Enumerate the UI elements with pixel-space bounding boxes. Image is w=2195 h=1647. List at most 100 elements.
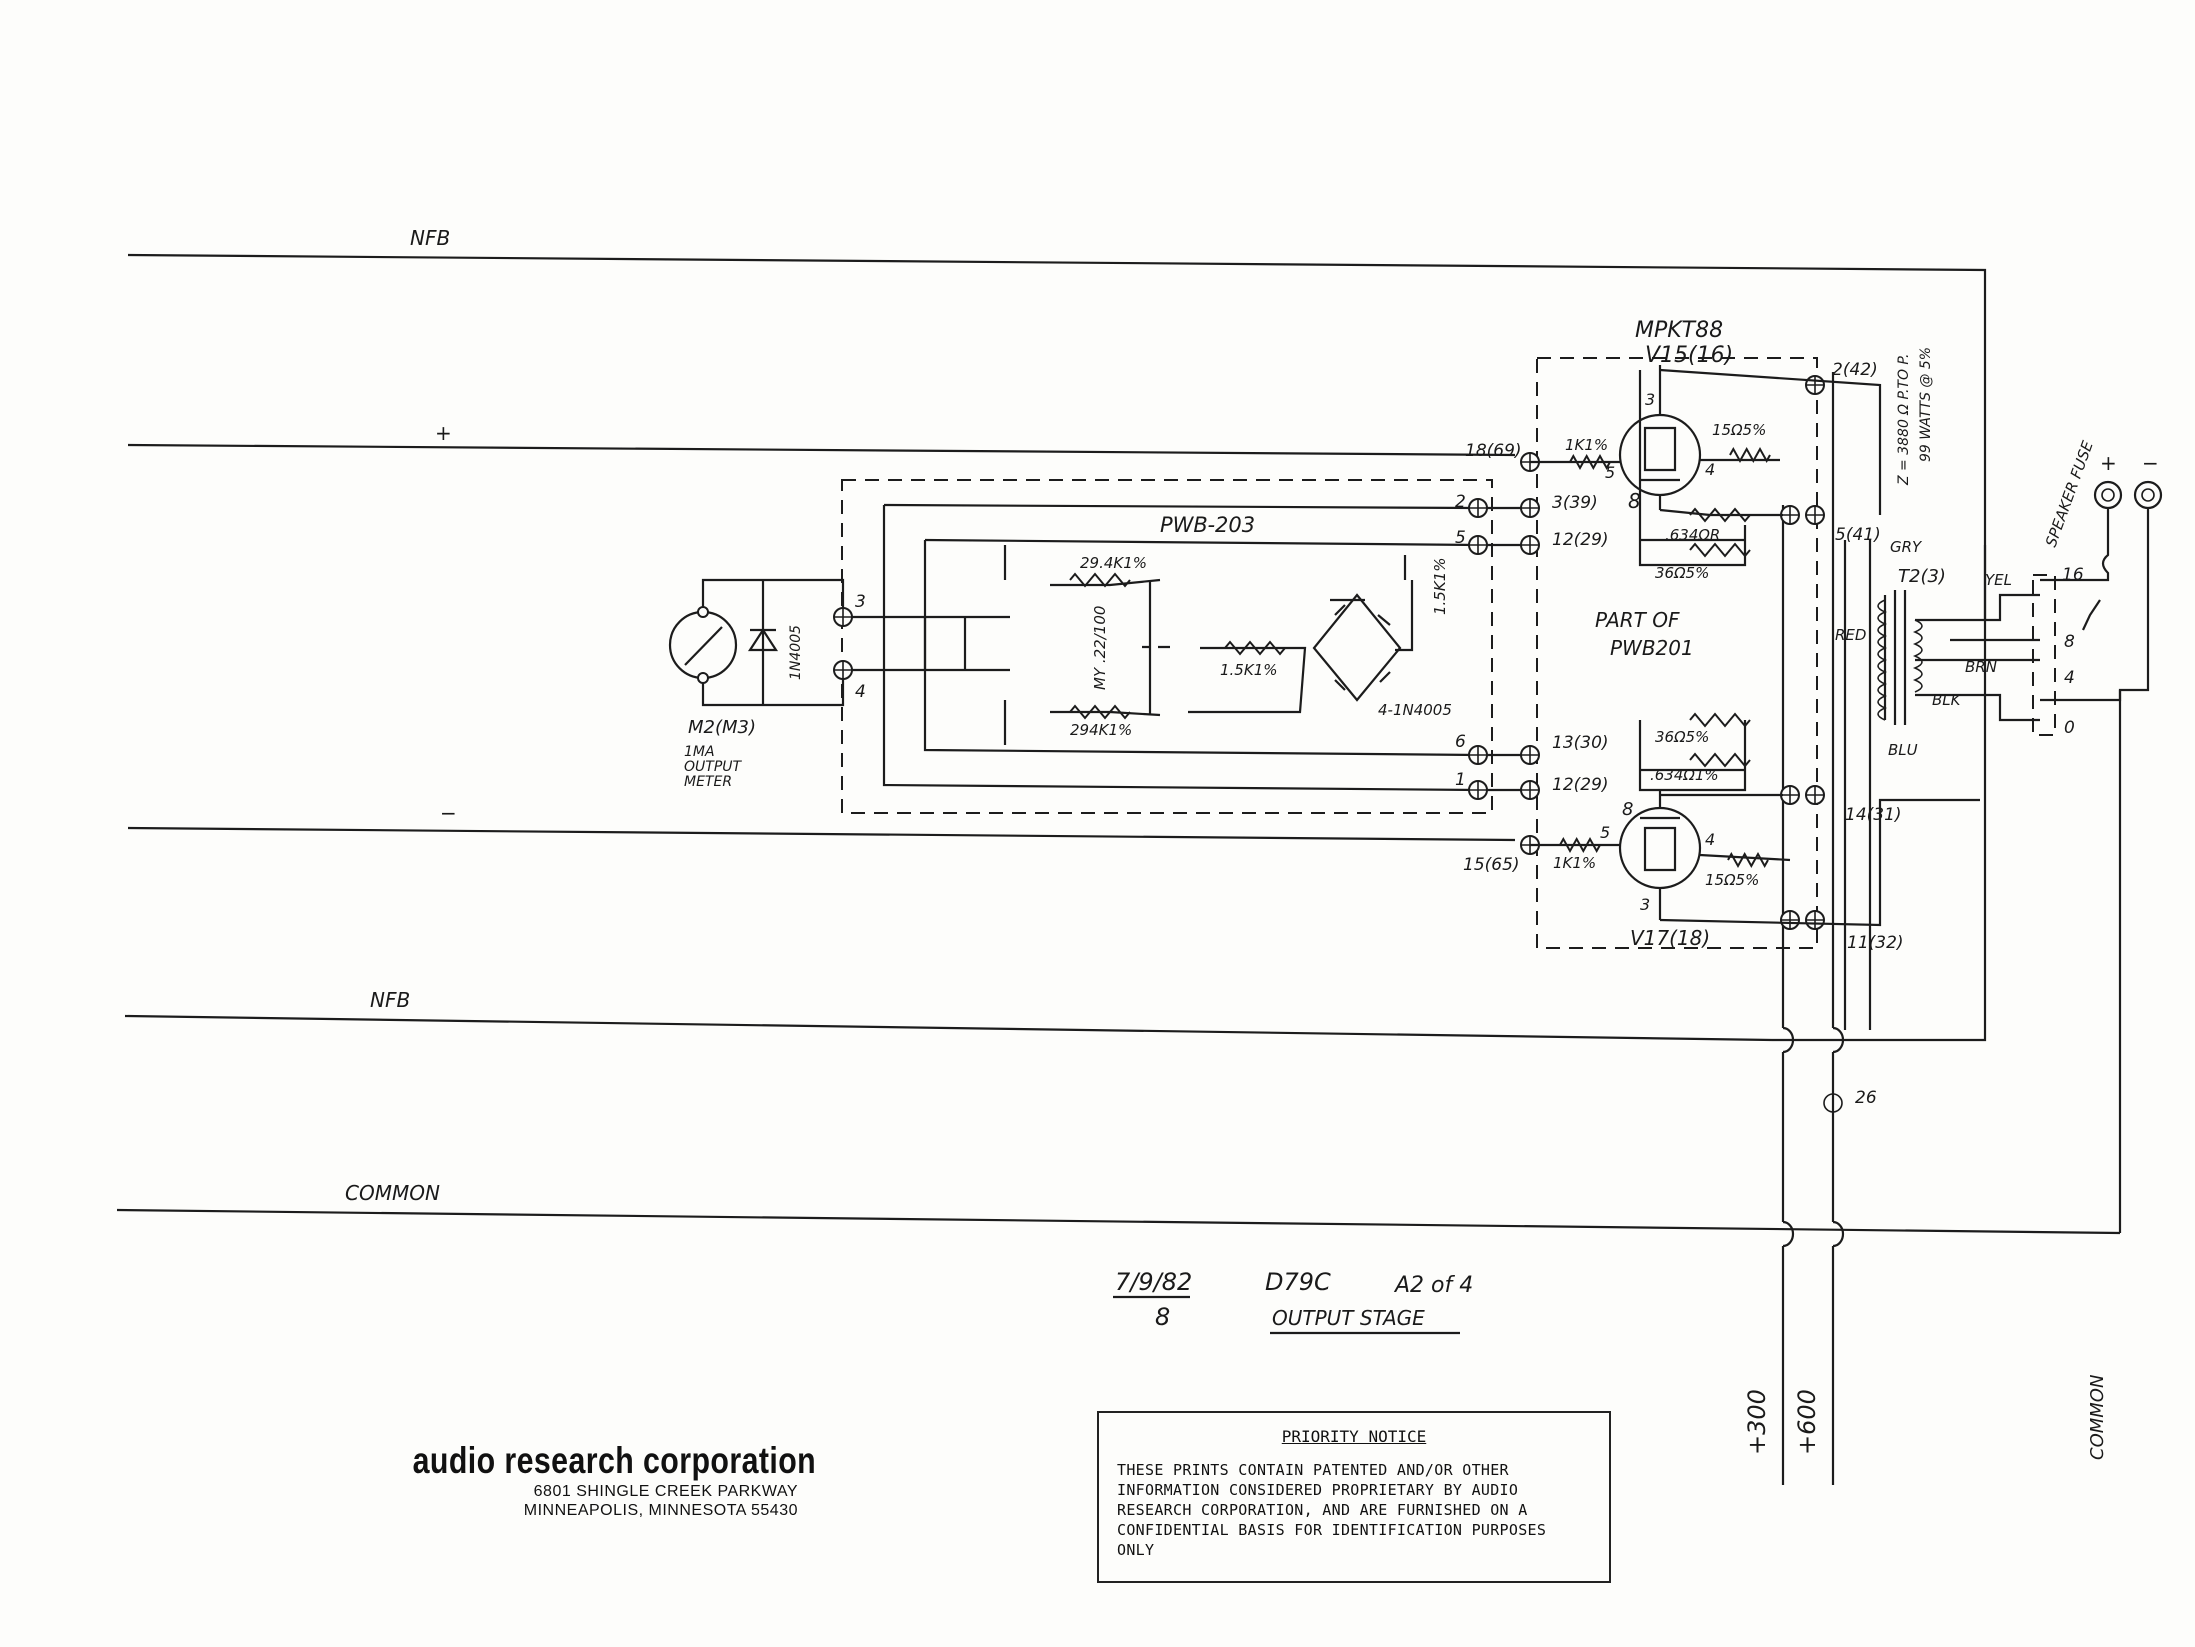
- term-15-label: 15(65): [1463, 855, 1520, 875]
- term-3-label: 3(39): [1552, 493, 1598, 513]
- pwb203-boundary: [841, 479, 1493, 814]
- fuse-label: SPEAKER FUSE: [2042, 438, 2097, 549]
- meter-labels: M2(M3) 1MA OUTPUT METER: [684, 717, 756, 790]
- jack-plus-label: +: [2100, 451, 2117, 475]
- notice-title: PRIORITY NOTICE: [1281, 1427, 1427, 1446]
- b300-label: +300: [1743, 1389, 1771, 1455]
- meter-desc-3: METER: [684, 774, 732, 790]
- upper-output-tube: [1530, 365, 1882, 567]
- upper-tube-id: V15(16): [1645, 343, 1733, 368]
- wire-blk: BLK: [1932, 691, 1962, 709]
- company-block: audio research corporation 6801 SHINGLE …: [328, 1440, 817, 1520]
- terminal-cross: [1806, 911, 1824, 929]
- terminal-cross: [1781, 786, 1799, 804]
- cap-label: MY .22/100: [1091, 606, 1109, 690]
- tube-labels: MPKT88 V15(16) V17(18): [1630, 318, 1733, 950]
- terminal-cross: [1521, 781, 1539, 799]
- r-15-bot-label: 15Ω5%: [1705, 871, 1759, 889]
- tube-type-label: MPKT88: [1635, 318, 1723, 343]
- r-36-bot-label: 36Ω5%: [1655, 728, 1709, 746]
- grid-pin-8: 8: [1628, 489, 1641, 513]
- notice-body: THESE PRINTS CONTAIN PATENTED AND/OR OTH…: [1117, 1461, 1547, 1559]
- diode-label: 1N4005: [788, 625, 804, 680]
- supply-rails: [1781, 372, 2122, 1485]
- resistor-symbol: [1069, 704, 1131, 720]
- grid-pin-4b: 4: [1705, 830, 1715, 849]
- grid-pin-5: 5: [1605, 463, 1615, 482]
- resistor-symbol: [1069, 572, 1131, 588]
- term-12b-label: 12(29): [1552, 775, 1609, 795]
- bus-wires: [116, 253, 2121, 1235]
- r-15-top-label: 15Ω5%: [1712, 421, 1766, 439]
- plus-bus-label: +: [435, 421, 452, 445]
- r-634-top-label: .634ΩR: [1665, 526, 1720, 544]
- lower-tube-id: V17(18): [1630, 926, 1710, 950]
- term-26-label: 26: [1855, 1088, 1877, 1108]
- term-2-label: 2(42): [1832, 360, 1878, 380]
- terminal-cross: [834, 661, 852, 679]
- bridge-label: 4-1N4005: [1378, 701, 1452, 719]
- company-address: 6801 SHINGLE CREEK PARKWAY: [533, 1483, 798, 1500]
- grid-pin-4: 4: [1705, 460, 1715, 479]
- tap-4: 4: [2064, 668, 2075, 688]
- speaker-jacks: [2040, 480, 2163, 702]
- resistor-symbol: [1224, 640, 1286, 656]
- resistor-symbol: [1689, 712, 1751, 728]
- tap-16: 16: [2062, 565, 2084, 585]
- component-labels: 29.4K1% 294K1% MY .22/100 1.5K1% 1.5K1% …: [788, 347, 2097, 889]
- output-tube-boundary: [1536, 357, 1818, 949]
- b600-label: +600: [1793, 1389, 1821, 1455]
- tap-0: 0: [2064, 718, 2075, 738]
- pin-2-label: 2: [1455, 492, 1466, 512]
- drawing-model: D79C: [1265, 1268, 1331, 1296]
- terminal-cross: [1469, 781, 1487, 799]
- pin-5-label: 5: [1455, 528, 1466, 548]
- company-name: audio research corporation: [412, 1440, 817, 1481]
- terminal-cross: [1469, 499, 1487, 517]
- terminal-cross: [1469, 746, 1487, 764]
- r-1k-bot-label: 1K1%: [1553, 854, 1596, 872]
- output-meter: [668, 578, 845, 707]
- wire-yel: YEL: [1985, 571, 2012, 589]
- minus-bus-label: −: [440, 801, 457, 825]
- r-36-top-label: 36Ω5%: [1655, 564, 1709, 582]
- common-bus-label: COMMON: [345, 1181, 440, 1205]
- pin-6-label: 6: [1455, 732, 1466, 752]
- r-29k-top-label: 29.4K1%: [1080, 554, 1147, 572]
- bus-labels: NFB + − NFB COMMON +300 +600 COMMON: [345, 226, 2108, 1460]
- nfb-bottom-label: NFB: [370, 988, 410, 1012]
- output-transformer: [1877, 545, 2056, 736]
- resistor-symbol: [1689, 542, 1751, 558]
- term-13-label: 13(30): [1552, 733, 1609, 753]
- r-1-5k-label: 1.5K1%: [1220, 661, 1278, 679]
- meter-id-label: M2(M3): [688, 717, 756, 738]
- grid-pin-3b: 3: [1640, 895, 1650, 914]
- drawing-initial: 8: [1155, 1303, 1170, 1331]
- drawing-info: 7/9/82 8 D79C A2 of 4 OUTPUT STAGE: [1113, 1268, 1473, 1335]
- terminals: [833, 375, 1825, 930]
- grid-pin-8b: 8: [1622, 799, 1633, 820]
- tap-labels: 16 8 4 0 + −: [2062, 451, 2159, 738]
- wire-red: RED: [1835, 626, 1866, 644]
- r-1k-top-label: 1K1%: [1565, 436, 1608, 454]
- tap-8: 8: [2064, 632, 2075, 652]
- terminal-cross: [834, 608, 852, 626]
- terminal-cross: [1806, 506, 1824, 524]
- bridge-rectifier: [1312, 593, 1402, 702]
- terminal-cross: [1781, 506, 1799, 524]
- watts-label: 99 WATTS @ 5%: [1918, 347, 1934, 462]
- board-wiring: [843, 503, 1530, 792]
- terminal-cross: [1521, 499, 1539, 517]
- terminal-cross: [1806, 786, 1824, 804]
- pwb203-label: PWB-203: [1160, 513, 1255, 537]
- terminal-cross: [1806, 376, 1824, 394]
- pwb201-label: PWB201: [1610, 636, 1694, 660]
- terminal-cross: [1521, 536, 1539, 554]
- board-labels: PWB-203 PART OF PWB201: [1160, 513, 1694, 660]
- term-18-label: 18(69): [1465, 441, 1522, 461]
- r-29k-bot-label: 294K1%: [1070, 721, 1132, 739]
- terminal-26: [1823, 1093, 1843, 1113]
- transformer-label: T2(3): [1898, 566, 1946, 587]
